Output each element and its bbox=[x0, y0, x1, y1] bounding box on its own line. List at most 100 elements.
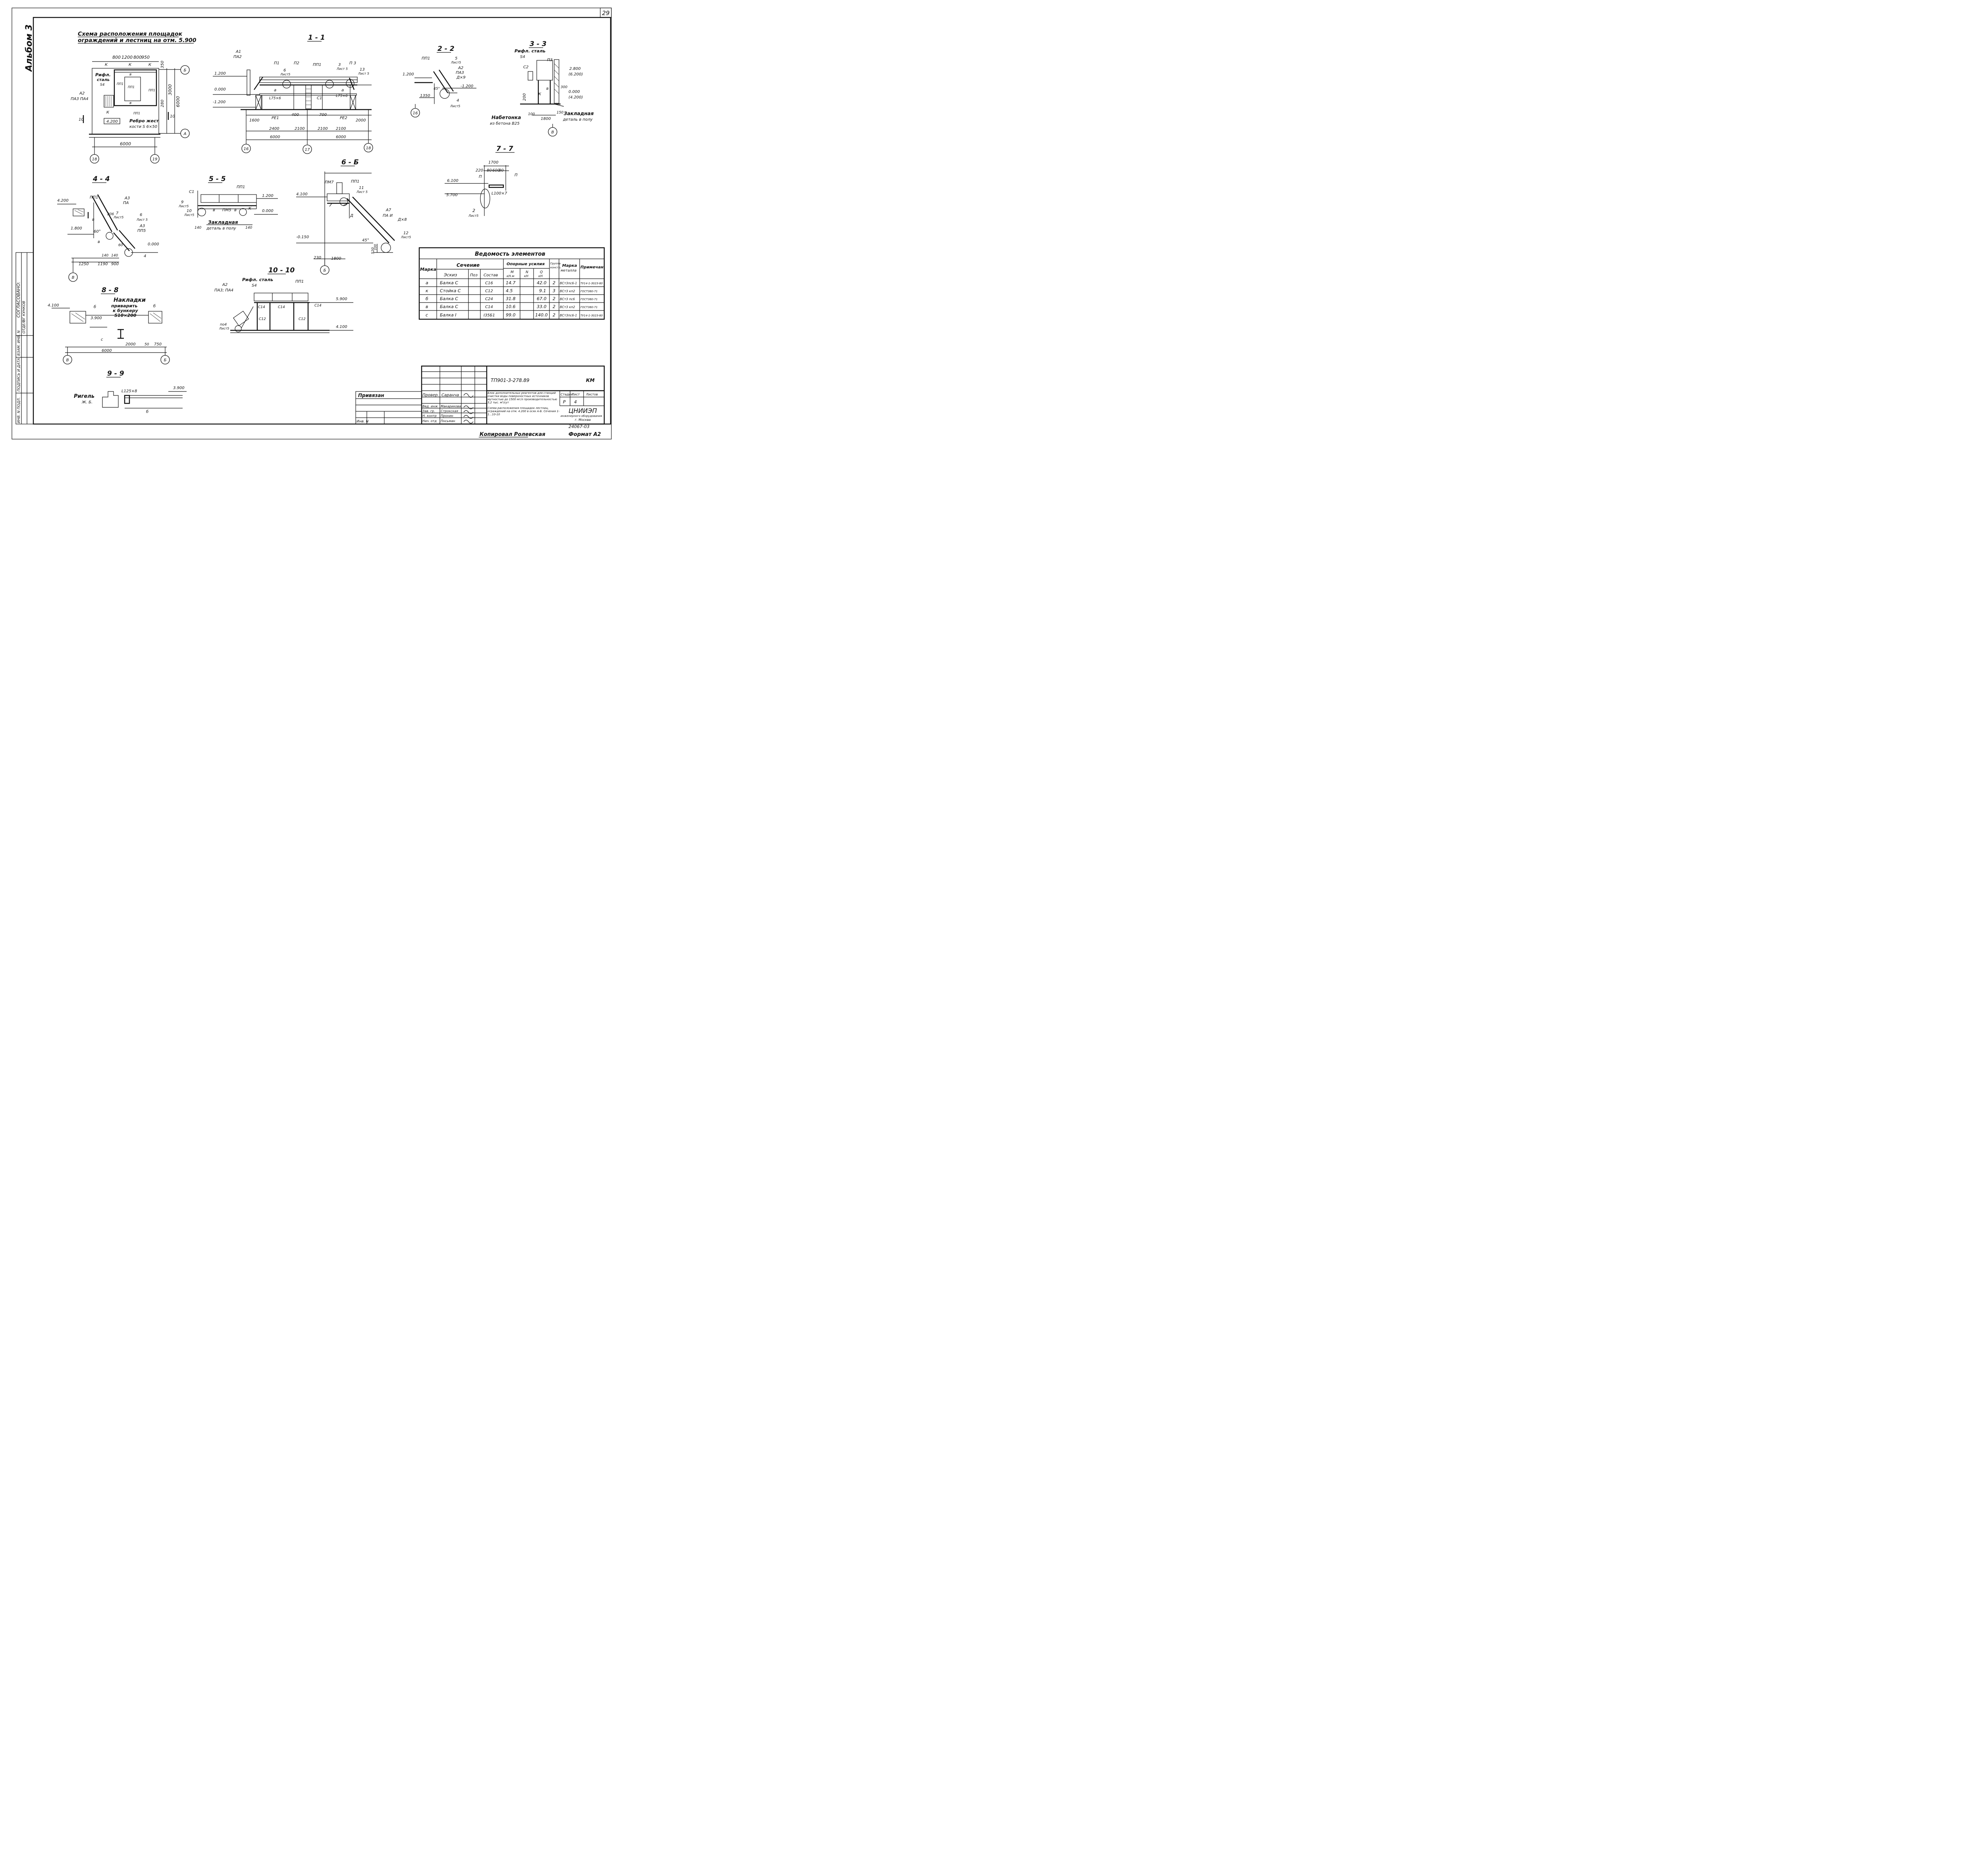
stamp-role-4: Нач. отд bbox=[422, 419, 437, 423]
approval-strip bbox=[15, 252, 34, 424]
schedule-h-q-unit: кН bbox=[538, 274, 543, 278]
row1-steel: ВСт3 кп2 bbox=[560, 289, 575, 293]
sec77-list5: Лист5 bbox=[468, 214, 478, 218]
sec77-d80b: 80 bbox=[499, 168, 504, 173]
plan-label-rib2: кости S 6×50 bbox=[129, 125, 157, 129]
row4-group: 2 bbox=[553, 312, 555, 318]
sec22-angle: 45° bbox=[434, 87, 440, 91]
section-8-8: 8 - 8 4.100 3.900 б б с Накладки привари… bbox=[48, 286, 170, 364]
sec55-9: 9 bbox=[181, 200, 183, 204]
plan-label-k4: К bbox=[106, 110, 110, 115]
sec11-dim-a2: 400 bbox=[291, 113, 299, 117]
sec11-13: 13 bbox=[360, 67, 365, 72]
sec55-list5b: Лист5 bbox=[184, 213, 194, 217]
schedule-title: Ведомость элементов bbox=[475, 251, 545, 257]
sec11-a-left: а bbox=[274, 88, 276, 93]
schedule-h-note: Примечан bbox=[580, 265, 603, 270]
sec11-dim-a1: 1600 bbox=[249, 118, 259, 123]
stamp-org2: инженерного оборудования bbox=[561, 415, 602, 418]
sec77-p2: П bbox=[515, 173, 518, 177]
copied-by: Копировал Ролевская bbox=[480, 432, 545, 438]
table-row: а Балка С С16 14.7 42.0 2 ВСт3пс6-1 ТУ14… bbox=[426, 280, 603, 285]
sec77-d220: 220 bbox=[476, 168, 483, 173]
schedule-h-sketch: Эскиз bbox=[443, 272, 457, 278]
sec11-dim-b2: 2100 bbox=[295, 127, 304, 131]
row0-steel: ВСт3пс6-1 bbox=[560, 281, 577, 285]
row1-q: 9.1 bbox=[539, 288, 546, 293]
sec88-axis-b: Б bbox=[164, 358, 167, 362]
plan-label-s4: S4 bbox=[100, 83, 105, 87]
sec88-note4: S10×200 bbox=[114, 313, 137, 318]
sec44-v2: в bbox=[98, 240, 100, 244]
sec44-60b: 60 bbox=[118, 243, 123, 247]
sec11-6: 6 bbox=[283, 68, 286, 73]
sec1010-list5: Лист5 bbox=[219, 327, 229, 330]
plan-dim-280: 280 bbox=[160, 100, 165, 107]
plan-label-k2: К bbox=[129, 63, 132, 67]
row3-m: 10.6 bbox=[506, 304, 516, 309]
plan-dim-4: 950 bbox=[141, 55, 150, 60]
sec1010-c12b: С12 bbox=[299, 317, 306, 321]
stamp-sheets-label: Листов bbox=[586, 393, 598, 396]
plan-axis-18: 18 bbox=[92, 157, 97, 162]
signature-0 bbox=[463, 393, 474, 398]
plan-label-k3: К bbox=[148, 63, 152, 67]
plan-dim-6000h: 6000 bbox=[120, 141, 131, 147]
approval-title: СОГЛАСОВАНО: bbox=[16, 282, 21, 318]
row0-q: 42.0 bbox=[537, 280, 547, 285]
sec77-1700: 1700 bbox=[488, 160, 498, 165]
sec33-dim200: 200 bbox=[522, 93, 527, 101]
sec11-list5b: Лист 5 bbox=[358, 72, 369, 75]
sec11-l75-2: L75×6 bbox=[336, 94, 348, 98]
schedule-h-steel2: металла bbox=[561, 269, 576, 273]
row2-m: 31.8 bbox=[506, 296, 516, 301]
sec1010-c14a: С14 bbox=[258, 305, 265, 309]
sec33-dim100: 100 bbox=[528, 112, 535, 116]
row2-mark: б bbox=[426, 296, 428, 301]
plan-label-pp1b: ПП1 bbox=[128, 85, 135, 89]
table-row: к Стойка С С12 4.5 9.1 3 ВСт3 кп2 ГОСТ38… bbox=[426, 288, 597, 293]
plan-label-v2: в bbox=[129, 101, 131, 105]
table-row: в Балка С С14 10.6 33.0 2 ВСт3 кп2 ГОСТ3… bbox=[426, 304, 597, 309]
sec66-100: 100 bbox=[374, 244, 377, 250]
sec33-dim300: 300 bbox=[561, 85, 567, 89]
stamp-role-3: Н. контр bbox=[422, 414, 437, 418]
plan-dim-6000v: 6000 bbox=[175, 96, 181, 107]
table-row: с Балка I I35Б1 99.0 140.0 2 ВСт3пс6-1 Т… bbox=[426, 312, 603, 318]
sec33-v: в bbox=[546, 87, 549, 91]
sec88-note1: Накладки bbox=[114, 297, 146, 303]
sec1010-po4: по4 bbox=[220, 323, 227, 327]
row3-comp: С14 bbox=[485, 305, 493, 309]
row1-m: 4.5 bbox=[506, 288, 513, 293]
stamp-stage: Р bbox=[563, 399, 566, 405]
sec22-level2: -1.200 bbox=[461, 84, 473, 89]
stamp-doc-code: ТП901-3-278.89 bbox=[491, 378, 530, 383]
sec11-title: 1 - 1 bbox=[308, 34, 325, 42]
stamp-stage-label: Стадия bbox=[561, 393, 573, 396]
sec1010-c14b: С14 bbox=[278, 305, 285, 309]
sec1010-title: 10 - 10 bbox=[268, 266, 295, 274]
sec88-b2: б bbox=[153, 304, 156, 308]
row3-sketch: Балка С bbox=[440, 304, 458, 309]
sec22-pa3: ПА3 bbox=[456, 71, 464, 75]
row3-steel: ВСт3 кп2 bbox=[560, 305, 575, 309]
sec44-pp1: ПП1 bbox=[90, 195, 98, 200]
album-label: Альбом 3 bbox=[24, 25, 34, 72]
plan-label-k1: К bbox=[105, 63, 108, 67]
page-number: 29 bbox=[602, 10, 609, 17]
sec55-d140b: 140 bbox=[245, 226, 252, 230]
sec88-title: 8 - 8 bbox=[102, 286, 119, 294]
sec11-p3: П 3 bbox=[349, 61, 356, 66]
schedule-h-q: Q bbox=[540, 270, 543, 274]
sec22-a2: А2 bbox=[458, 66, 463, 70]
sec1010-level2: 4.100 bbox=[336, 325, 347, 329]
sec55-note1: Закладная bbox=[208, 220, 238, 225]
sec88-note3: к бункеру bbox=[113, 308, 139, 313]
row2-sketch: Балка С bbox=[440, 296, 458, 301]
stamp-org: ЦНИИЭП bbox=[569, 407, 597, 415]
sec44-d1250: 1250 bbox=[79, 262, 89, 266]
plan-axis-19: 19 bbox=[152, 157, 158, 162]
sec66-level1: 4.100 bbox=[296, 192, 308, 197]
sec44-d900: 900 bbox=[111, 262, 119, 266]
row1-note: ГОСТ380-71 bbox=[580, 290, 597, 293]
